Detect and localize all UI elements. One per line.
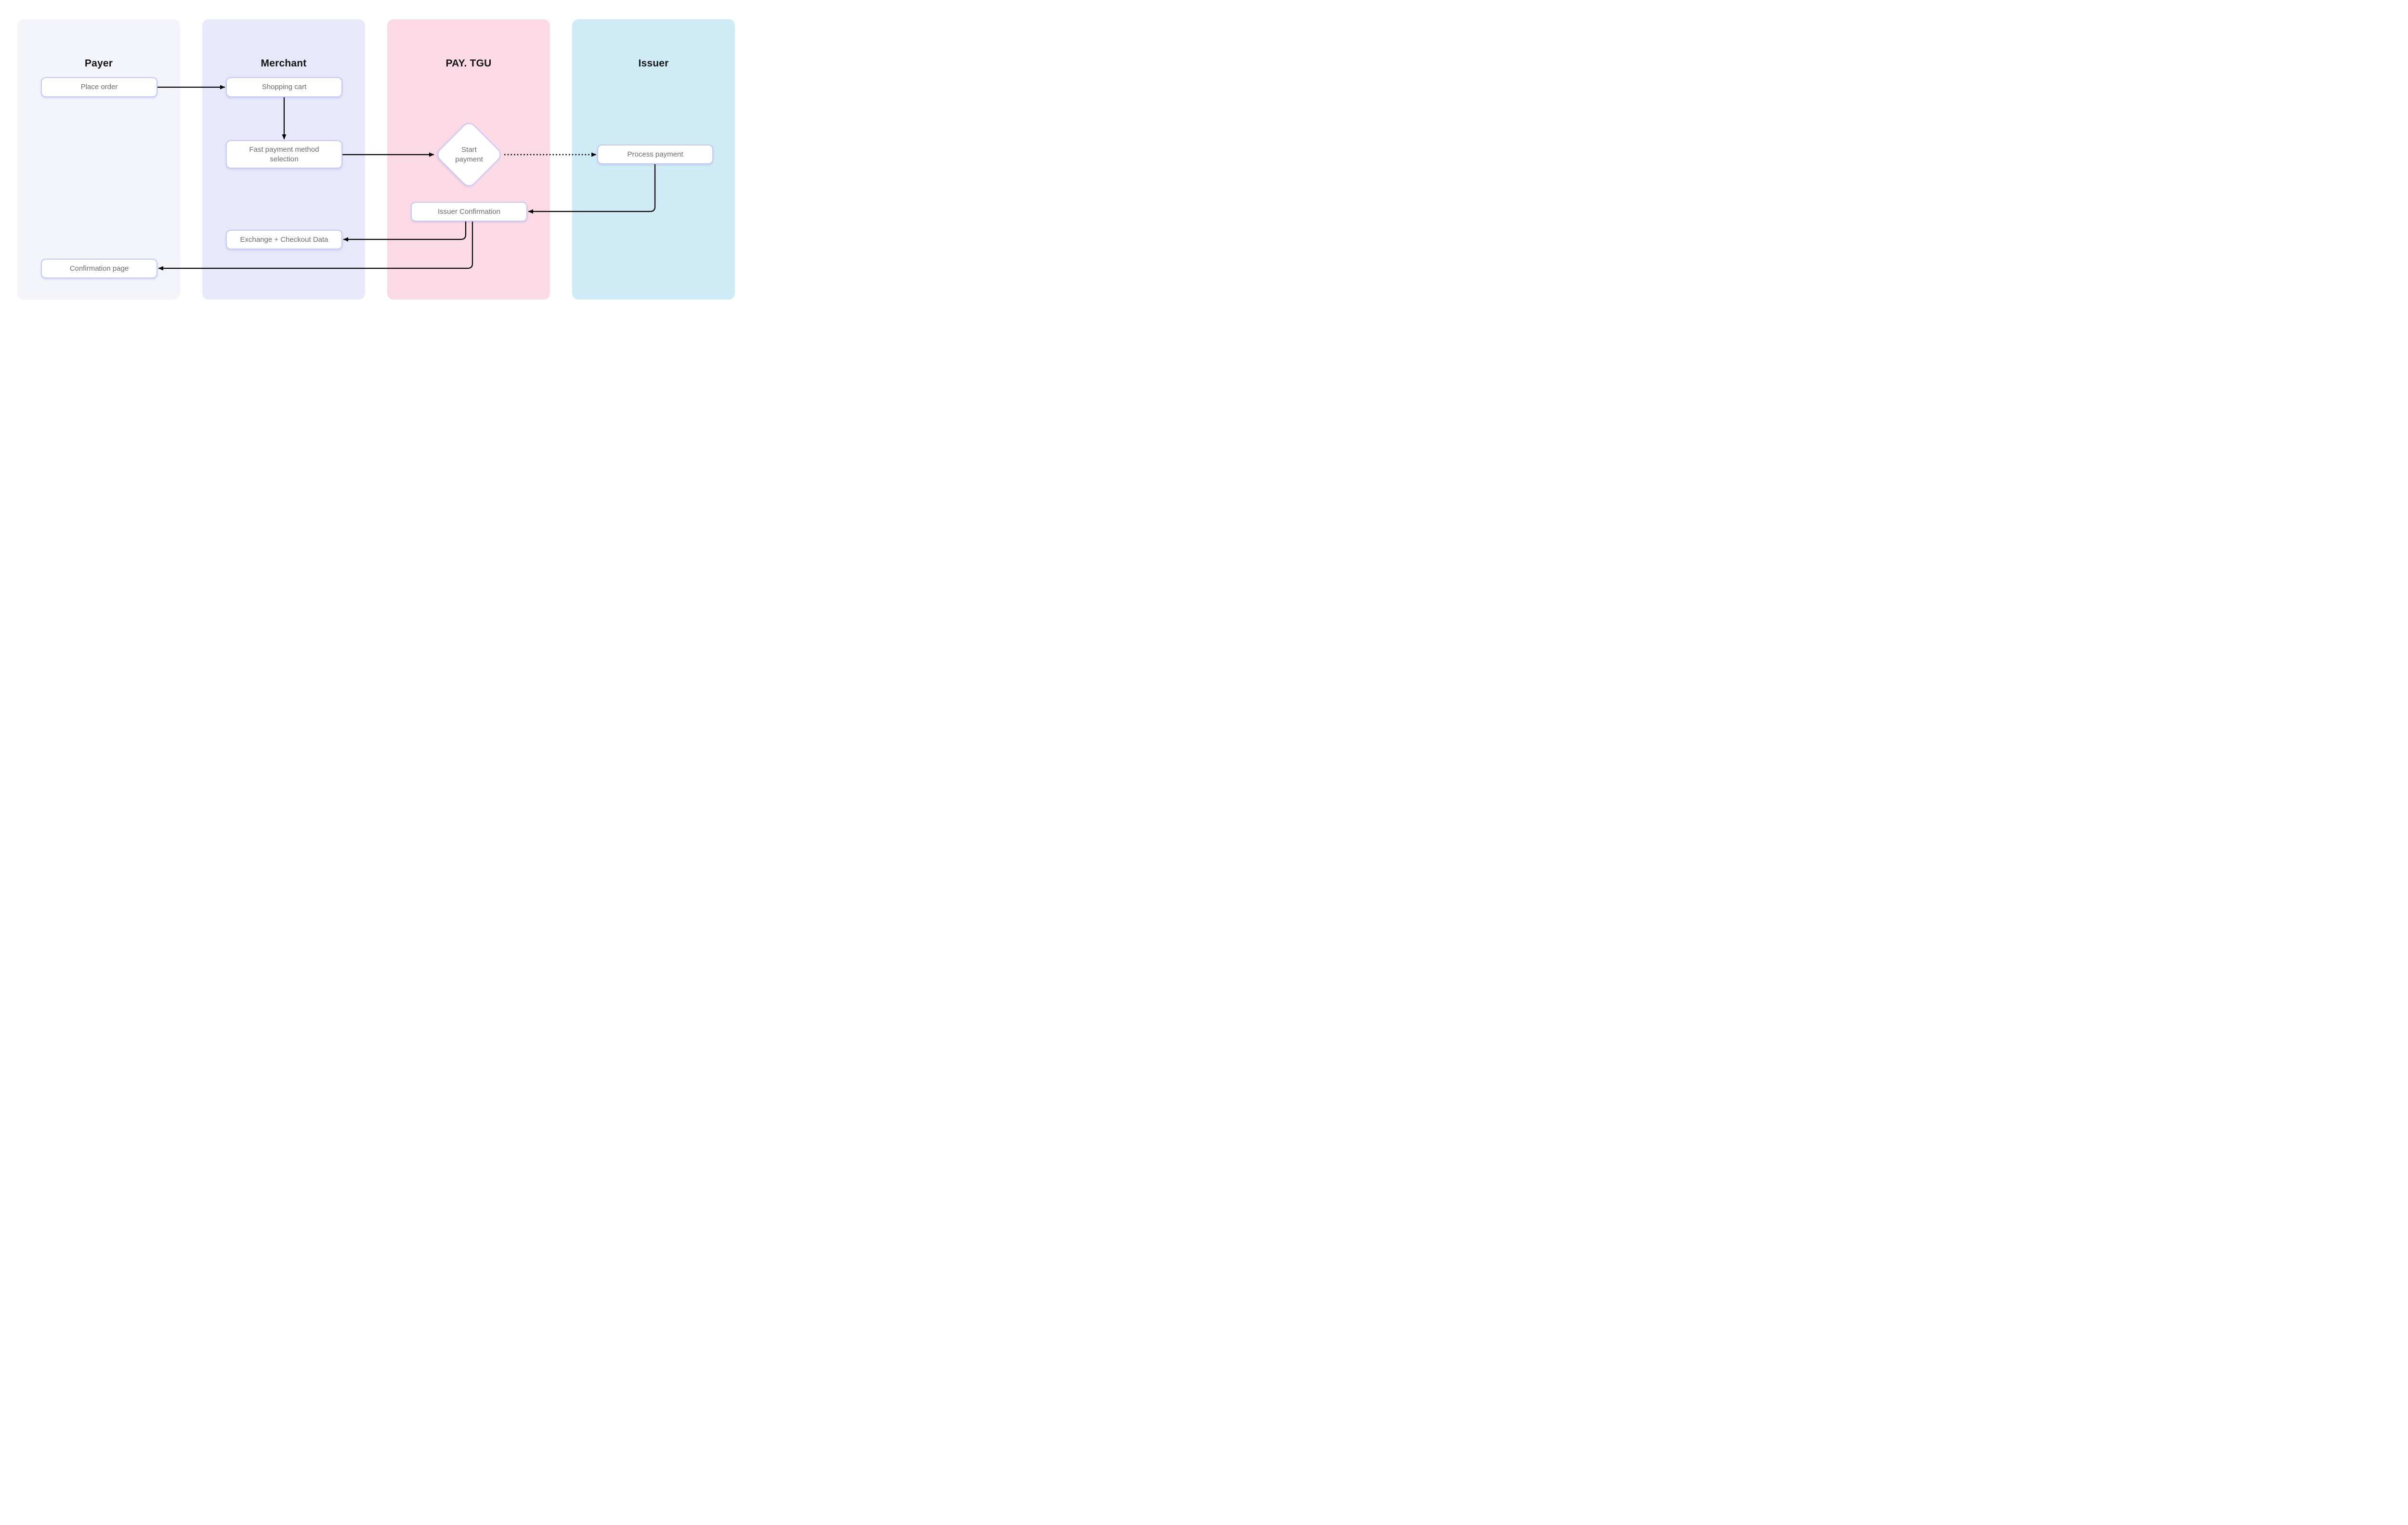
node-label: Issuer Confirmation [437, 207, 501, 216]
flowchart-canvas: Payer Merchant PAY. TGU Issuer Place ord… [0, 0, 756, 317]
node-label: Exchange + Checkout Data [240, 235, 328, 244]
node-label: Shopping cart [262, 83, 307, 92]
lane-title-payer: Payer [84, 58, 113, 69]
node-fast-payment-method-selection: Fast payment method selection [226, 140, 342, 169]
lane-title-issuer: Issuer [638, 58, 669, 69]
node-label: Place order [80, 83, 118, 92]
node-label: Fast payment method selection [249, 145, 319, 163]
lane-title-pay-tgu: PAY. TGU [445, 58, 492, 69]
node-place-order: Place order [41, 77, 157, 97]
node-exchange-checkout-data: Exchange + Checkout Data [226, 230, 342, 250]
lane-title-merchant: Merchant [261, 58, 307, 69]
node-label: Process payment [627, 150, 683, 158]
node-label: Confirmation page [69, 264, 129, 273]
lane-payer: Payer [17, 19, 180, 300]
node-start-payment: Start payment [434, 119, 504, 190]
node-shopping-cart: Shopping cart [226, 77, 342, 97]
node-issuer-confirmation: Issuer Confirmation [411, 202, 527, 222]
node-label: Start payment [455, 145, 483, 164]
node-confirmation-page: Confirmation page [41, 259, 157, 278]
node-process-payment: Process payment [597, 145, 713, 164]
